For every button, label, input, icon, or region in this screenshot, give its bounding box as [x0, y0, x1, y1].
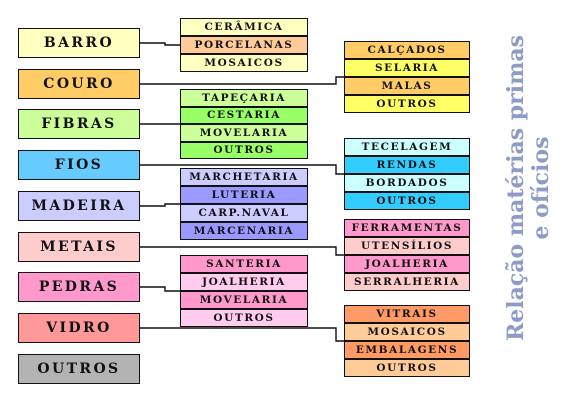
craft-box-fios-rendas: RENDAS: [344, 156, 470, 174]
craft-box-couro-malas: MALAS: [344, 77, 470, 95]
craft-box-metais-ferramentas: FERRAMENTAS: [344, 219, 470, 237]
craft-box-couro-calcados: CALÇADOS: [344, 41, 470, 59]
craft-box-fibras-tapecaria: TAPEÇARIA: [180, 89, 308, 107]
craft-box-madeira-marchetaria: MARCHETARIA: [180, 168, 308, 186]
craft-box-fios-outros: OUTROS: [344, 192, 470, 210]
connector-couro: [140, 76, 344, 85]
craft-box-barro-ceramica: CERÂMICA: [180, 18, 308, 36]
connector-vidro: [140, 327, 344, 342]
craft-box-madeira-carp-naval: CARP.NAVAL: [180, 204, 308, 222]
craft-box-fibras-cestaria: CESTARIA: [180, 106, 308, 124]
craft-box-pedras-outros: OUTROS: [180, 309, 308, 327]
craft-box-vidro-outros: OUTROS: [344, 359, 470, 377]
craft-box-vidro-mosaicos: MOSAICOS: [344, 323, 470, 341]
material-box-outros: OUTROS: [18, 354, 140, 384]
craft-box-fios-tecelagem: TECELAGEM: [344, 138, 470, 156]
title-line-1: Relação matérias primas: [503, 34, 530, 342]
connector-fios: [140, 164, 344, 175]
material-box-vidro: VIDRO: [18, 313, 140, 343]
connector-madeira: [140, 203, 180, 207]
craft-box-metais-serralheria: SERRALHERIA: [344, 273, 470, 291]
craft-box-fibras-movelaria: MOVELARIA: [180, 124, 308, 142]
diagram-title: Relação matérias primas e ofícios: [488, 18, 570, 358]
craft-box-pedras-joalheria: JOALHERIA: [180, 273, 308, 291]
craft-box-vidro-embalagens: EMBALAGENS: [344, 341, 470, 359]
material-box-madeira: MADEIRA: [18, 191, 140, 221]
material-box-fios: FIOS: [18, 150, 140, 180]
craft-box-couro-selaria: SELARIA: [344, 59, 470, 77]
material-box-pedras: PEDRAS: [18, 272, 140, 302]
craft-box-madeira-luteria: LUTERIA: [180, 186, 308, 204]
craft-box-metais-joalheria: JOALHERIA: [344, 255, 470, 273]
craft-box-madeira-marcenaria: MARCENARIA: [180, 222, 308, 240]
material-box-metais: METAIS: [18, 232, 140, 262]
craft-box-fios-bordados: BORDADOS: [344, 174, 470, 192]
material-box-couro: COURO: [18, 69, 140, 99]
craft-box-fibras-outros: OUTROS: [180, 141, 308, 159]
craft-box-pedras-movelaria: MOVELARIA: [180, 291, 308, 309]
craft-box-pedras-santeria: SANTERIA: [180, 255, 308, 273]
connector-pedras: [140, 286, 180, 292]
craft-box-metais-utensilios: UTENSÍLIOS: [344, 237, 470, 255]
title-line-2: e ofícios: [528, 136, 555, 240]
craft-box-couro-outros: OUTROS: [344, 95, 470, 113]
material-box-fibras: FIBRAS: [18, 109, 140, 139]
craft-box-barro-mosaicos: MOSAICOS: [180, 54, 308, 72]
connector-barro: [140, 42, 180, 46]
material-box-barro: BARRO: [18, 28, 140, 58]
craft-box-barro-porcelanas: PORCELANAS: [180, 36, 308, 54]
connector-metais: [140, 246, 344, 256]
craft-box-vidro-vitrais: VITRAIS: [344, 305, 470, 323]
